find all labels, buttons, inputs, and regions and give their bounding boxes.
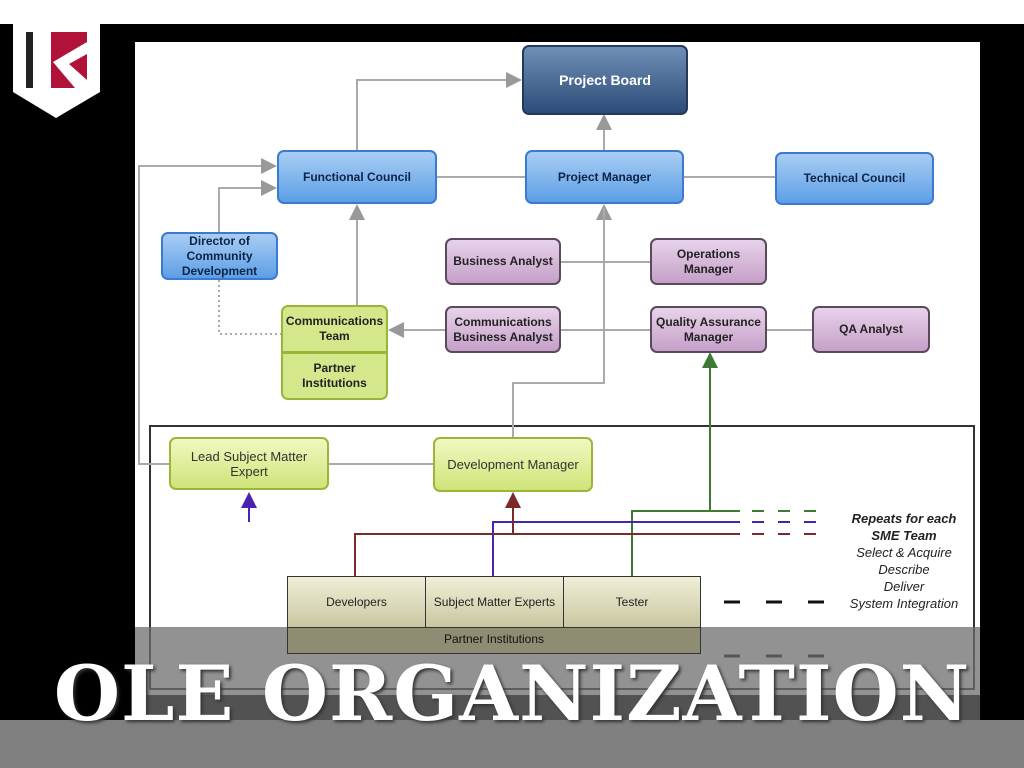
team-cell-tester: Tester (563, 576, 701, 628)
legend-item: Deliver (883, 579, 925, 594)
team-cell-sme: Subject Matter Experts (425, 576, 564, 628)
business-analyst-node: Business Analyst (445, 238, 561, 285)
director-node: Director of Community Development (161, 232, 278, 280)
legend: Repeats for each SME Team Select & Acqui… (836, 510, 972, 612)
communications-team-node: Communications Team (281, 305, 388, 353)
legend-heading-2: SME Team (871, 528, 937, 543)
legend-item: Select & Acquire (856, 545, 952, 560)
team-cell-developers: Developers (287, 576, 426, 628)
footer-band (0, 720, 1024, 768)
slide-title: OLE ORGANIZATION (53, 649, 971, 738)
legend-item: System Integration (849, 596, 959, 611)
logo (13, 24, 100, 118)
qa-manager-node: Quality Assurance Manager (650, 306, 767, 353)
legend-heading: Repeats for each (851, 511, 957, 526)
comm-business-analyst-node: Communications Business Analyst (445, 306, 561, 353)
project-board-node: Project Board (522, 45, 688, 115)
partner-institutions-node: Partner Institutions (281, 352, 388, 400)
lead-sme-node: Lead Subject Matter Expert (169, 437, 329, 490)
operations-manager-node: Operations Manager (650, 238, 767, 285)
qa-analyst-node: QA Analyst (812, 306, 930, 353)
legend-item: Describe (878, 562, 930, 577)
project-manager-node: Project Manager (525, 150, 684, 204)
development-manager-node: Development Manager (433, 437, 593, 492)
functional-council-node: Functional Council (277, 150, 437, 204)
team-partner-institutions: Partner Institutions (287, 627, 701, 654)
technical-council-node: Technical Council (775, 152, 934, 205)
